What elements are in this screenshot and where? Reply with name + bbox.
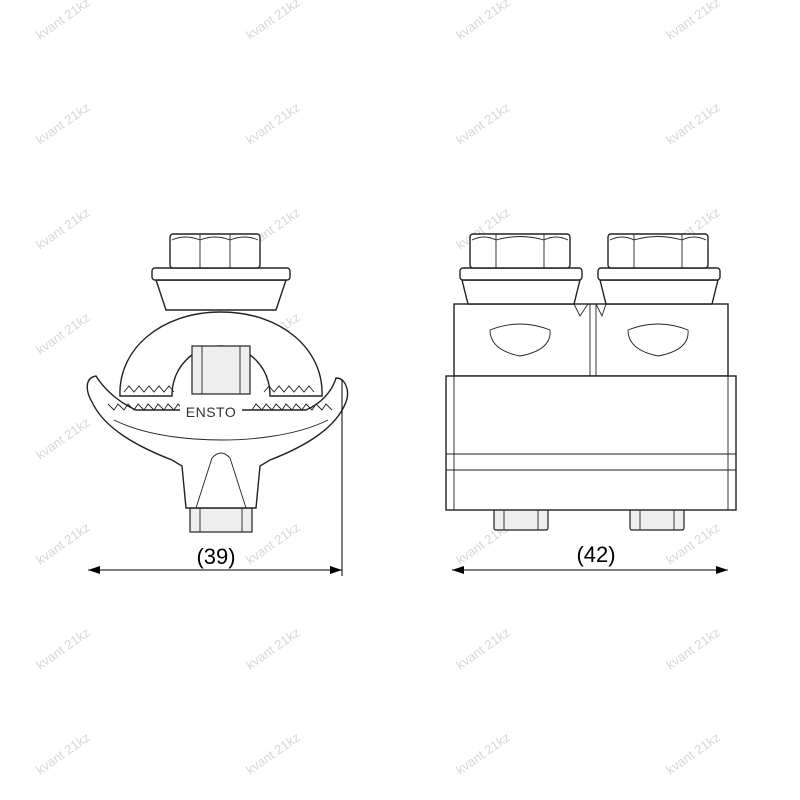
side-hex-nut [169,233,261,269]
side-bottom-bolt [189,507,253,533]
front-dimension-label: (42) [576,542,615,567]
watermark-text: kvant 21kz [243,625,303,673]
watermark-text: kvant 21kz [663,100,723,148]
side-arrow-left [88,566,100,574]
watermark-text: kvant 21kz [33,310,93,358]
front-washer-left [459,267,583,281]
brand-label: ENSTO [186,404,236,420]
front-view-clamp [445,233,737,531]
watermark-text: kvant 21kz [243,100,303,148]
watermark-text: kvant 21kz [33,0,93,42]
watermark-text: kvant 21kz [663,730,723,778]
watermark-text: kvant 21kz [33,730,93,778]
front-arrow-right [716,566,728,574]
side-washer [151,267,291,281]
watermark-text: kvant 21kz [453,100,513,148]
front-hex-nut-left [469,233,571,269]
watermark-text: kvant 21kz [33,625,93,673]
front-recess-left [489,323,551,357]
front-recess-right [627,323,689,357]
front-arrow-left [452,566,464,574]
side-teeth-left [107,403,195,411]
front-hex-nut-right [607,233,709,269]
watermark-text: kvant 21kz [663,0,723,42]
side-dimension-label: (39) [196,544,235,569]
watermark-text: kvant 21kz [33,520,93,568]
watermark-text: kvant 21kz [243,0,303,42]
side-view-clamp: ENSTO [86,233,349,533]
watermark-text: kvant 21kz [663,625,723,673]
front-upper-jaw [453,303,729,377]
watermark-text: kvant 21kz [453,0,513,42]
front-nut-base-left [461,279,581,305]
front-dimension: (42) [452,542,728,574]
watermark-text: kvant 21kz [33,100,93,148]
side-dimension: (39) [88,380,343,576]
watermark-text: kvant 21kz [453,625,513,673]
watermark-text: kvant 21kz [453,730,513,778]
side-nut-base [155,279,287,311]
front-bottom-bolt-right [629,507,685,531]
watermark-text: kvant 21kz [33,415,93,463]
front-lower-body [445,375,737,511]
side-bolt-shank [191,345,251,395]
front-nut-base-right [599,279,719,305]
side-arrow-right [330,566,342,574]
side-teeth-right [251,403,333,411]
side-clamp-body [86,375,349,509]
watermark-text: kvant 21kz [243,730,303,778]
watermark-text: kvant 21kz [33,205,93,253]
front-bottom-bolt-left [493,507,549,531]
front-washer-right [597,267,721,281]
